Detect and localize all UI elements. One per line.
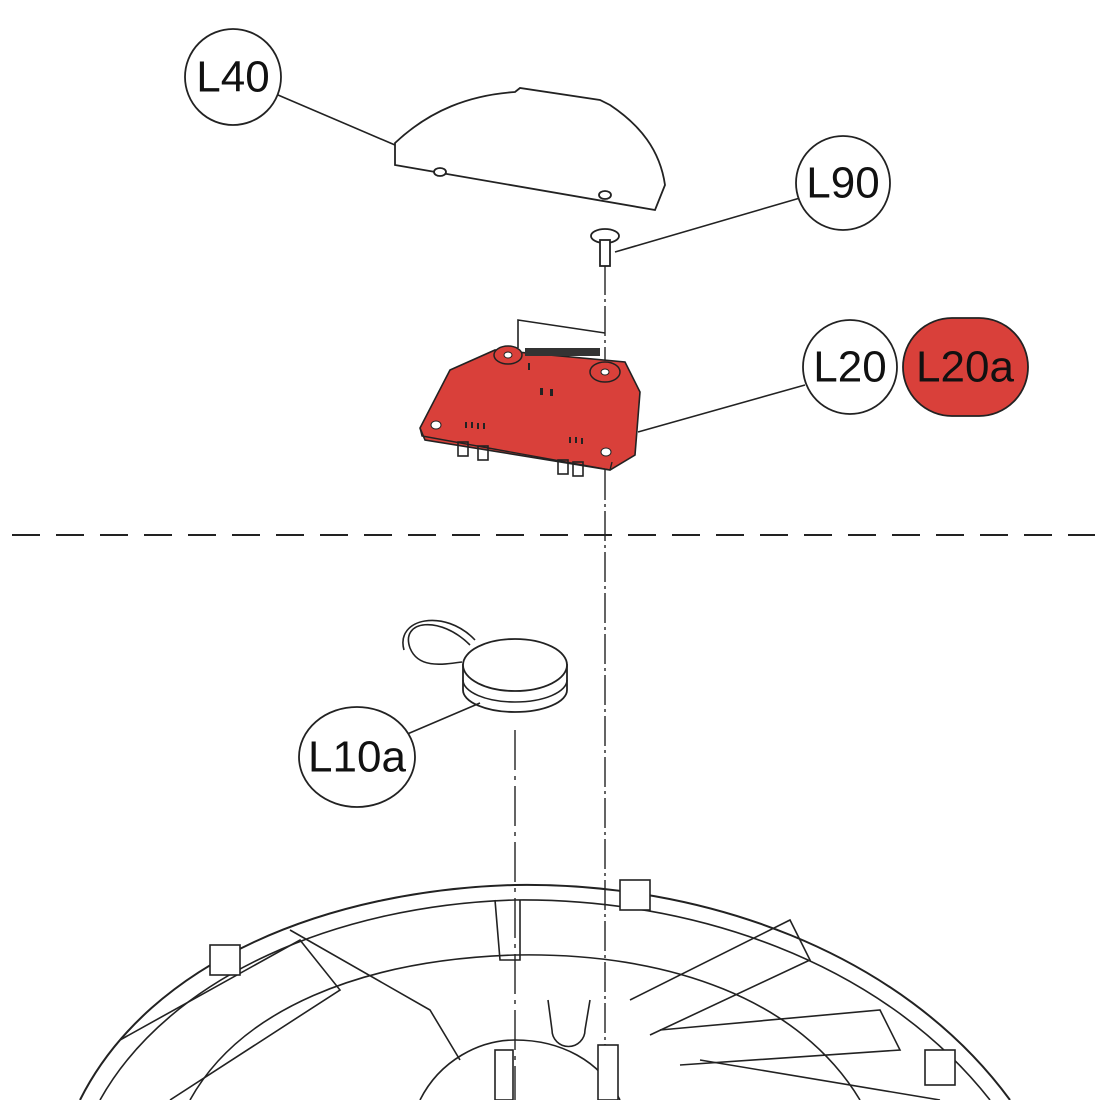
callout-l20a-highlighted[interactable]: L20a bbox=[902, 317, 1029, 417]
leader-l90 bbox=[614, 197, 801, 253]
callout-label: L20a bbox=[916, 343, 1014, 392]
callout-l10a[interactable]: L10a bbox=[298, 706, 416, 808]
part-base-housing bbox=[79, 879, 1011, 1100]
leader-l20 bbox=[637, 384, 806, 433]
callout-l40[interactable]: L40 bbox=[184, 28, 282, 126]
leader-l10a bbox=[404, 702, 481, 736]
callout-label: L40 bbox=[196, 53, 269, 102]
part-l20-circuit-board bbox=[419, 319, 641, 477]
callout-label: L90 bbox=[806, 159, 879, 208]
callout-label: L20 bbox=[813, 343, 886, 392]
part-l10a-sensor bbox=[402, 619, 568, 713]
callout-l20[interactable]: L20 bbox=[802, 319, 898, 415]
callout-label: L10a bbox=[308, 733, 406, 782]
callout-l90[interactable]: L90 bbox=[795, 135, 891, 231]
leader-l40 bbox=[277, 94, 396, 146]
part-l40-cover bbox=[394, 87, 666, 212]
part-l90-screw bbox=[590, 228, 620, 267]
